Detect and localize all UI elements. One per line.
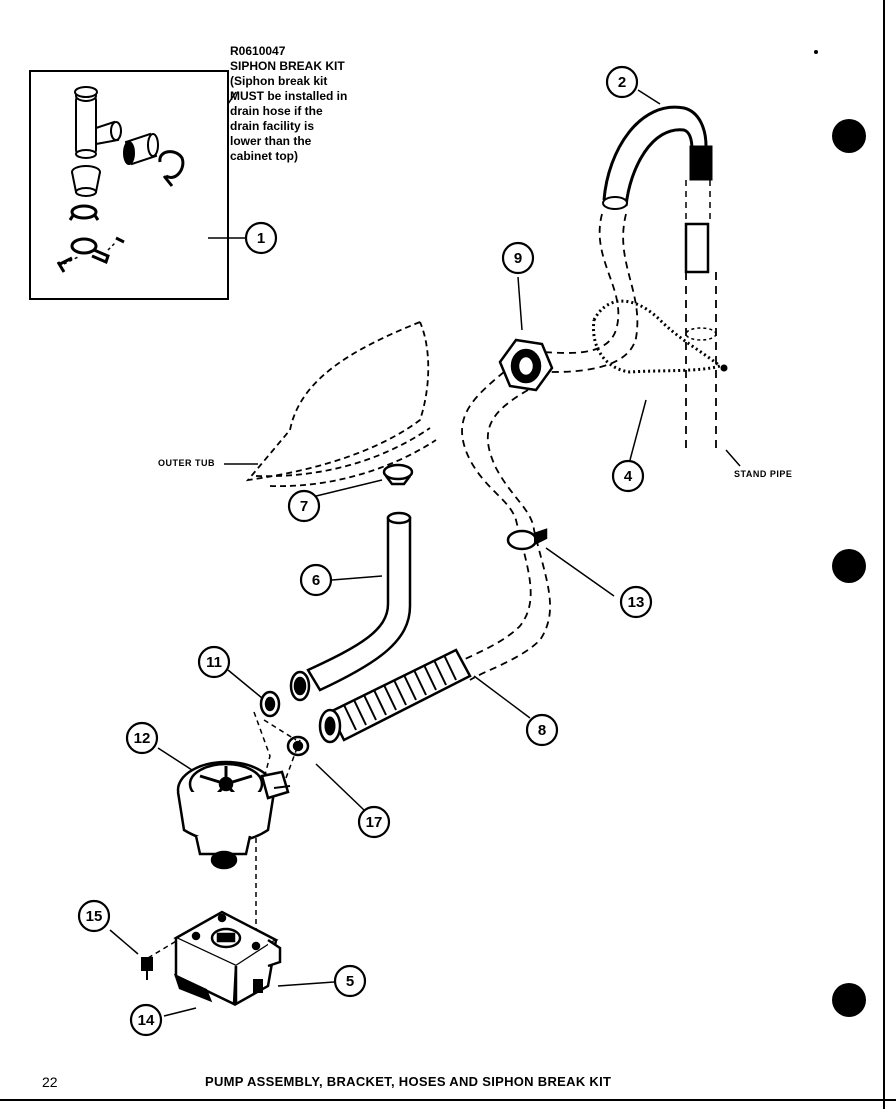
kit-note-line-1: (Siphon break kit bbox=[230, 74, 328, 88]
callout-number: 13 bbox=[628, 594, 645, 611]
page-number: 22 bbox=[42, 1074, 58, 1090]
callout-14: 14 bbox=[129, 1003, 163, 1037]
callout-6: 6 bbox=[299, 563, 333, 597]
kit-note-line-5: lower than the bbox=[230, 134, 312, 148]
callout-7: 7 bbox=[287, 489, 321, 523]
siphon-clamp-2 bbox=[68, 204, 100, 221]
callout-number: 5 bbox=[346, 973, 354, 990]
screw-15 bbox=[141, 957, 153, 980]
siphon-coupling bbox=[123, 132, 159, 166]
callout-number: 8 bbox=[538, 722, 546, 739]
callout-8: 8 bbox=[525, 713, 559, 747]
callout-2: 2 bbox=[605, 65, 639, 99]
callout-15: 15 bbox=[77, 899, 111, 933]
callout-number: 11 bbox=[206, 654, 222, 671]
binder-hole-middle bbox=[832, 549, 866, 583]
page-title: PUMP ASSEMBLY, BRACKET, HOSES AND SIPHON… bbox=[205, 1074, 612, 1089]
callout-12: 12 bbox=[125, 721, 159, 755]
kit-note-line-4: drain facility is bbox=[230, 119, 315, 133]
binder-hole-bottom bbox=[832, 983, 866, 1017]
callout-number: 14 bbox=[138, 1012, 155, 1029]
callout-4: 4 bbox=[611, 459, 645, 493]
hose-clamp-17 bbox=[286, 735, 310, 757]
outer-tub-label: OUTER TUB bbox=[158, 458, 215, 468]
hose-clamp-13 bbox=[506, 528, 548, 551]
stand-pipe-label: STAND PIPE bbox=[734, 469, 793, 479]
callout-number: 4 bbox=[624, 468, 633, 485]
callout-number: 17 bbox=[366, 814, 383, 831]
hex-nut bbox=[498, 338, 554, 392]
kit-title: SIPHON BREAK KIT bbox=[230, 59, 345, 73]
callout-5: 5 bbox=[333, 964, 367, 998]
siphon-tee-fitting bbox=[74, 86, 122, 159]
callout-1: 1 bbox=[244, 221, 278, 255]
callout-11: 11 bbox=[197, 645, 231, 679]
binder-hole-top bbox=[832, 119, 866, 153]
siphon-break-kit-box bbox=[29, 70, 246, 300]
kit-note-line-2: MUST be installed in bbox=[230, 89, 348, 103]
screw-5 bbox=[253, 979, 263, 993]
callout-leaders bbox=[109, 89, 741, 1017]
siphon-clamp-3 bbox=[56, 236, 125, 273]
kit-note-line-3: drain hose if the bbox=[230, 104, 323, 118]
outlet-hose bbox=[289, 511, 412, 702]
siphon-clamp-1 bbox=[158, 150, 185, 187]
callout-9: 9 bbox=[501, 241, 535, 275]
callout-number: 9 bbox=[514, 250, 522, 267]
outer-tub-outline bbox=[245, 321, 437, 488]
callout-number: 6 bbox=[312, 572, 320, 589]
callout-number: 15 bbox=[86, 908, 103, 925]
callout-number: 7 bbox=[300, 498, 308, 515]
callout-number: 1 bbox=[257, 230, 265, 247]
siphon-kit-note: R0610047 SIPHON BREAK KIT (Siphon break … bbox=[230, 44, 390, 164]
kit-note-line-6: cabinet top) bbox=[230, 149, 298, 163]
tub-clamp-7 bbox=[382, 463, 414, 486]
drain-pump bbox=[176, 760, 291, 870]
callout-13: 13 bbox=[619, 585, 653, 619]
siphon-bushing bbox=[71, 165, 101, 197]
callout-number: 12 bbox=[134, 730, 151, 747]
drain-hose-middle bbox=[451, 371, 551, 681]
hose-retainer-chain bbox=[592, 299, 728, 374]
hose-clamp-11 bbox=[259, 690, 281, 718]
drain-hose-upper bbox=[537, 105, 717, 454]
corrugated-drain-hose bbox=[318, 648, 472, 744]
kit-part-number: R0610047 bbox=[230, 44, 286, 58]
pump-bracket bbox=[173, 910, 282, 1007]
callout-number: 2 bbox=[618, 74, 626, 91]
callout-17: 17 bbox=[357, 805, 391, 839]
